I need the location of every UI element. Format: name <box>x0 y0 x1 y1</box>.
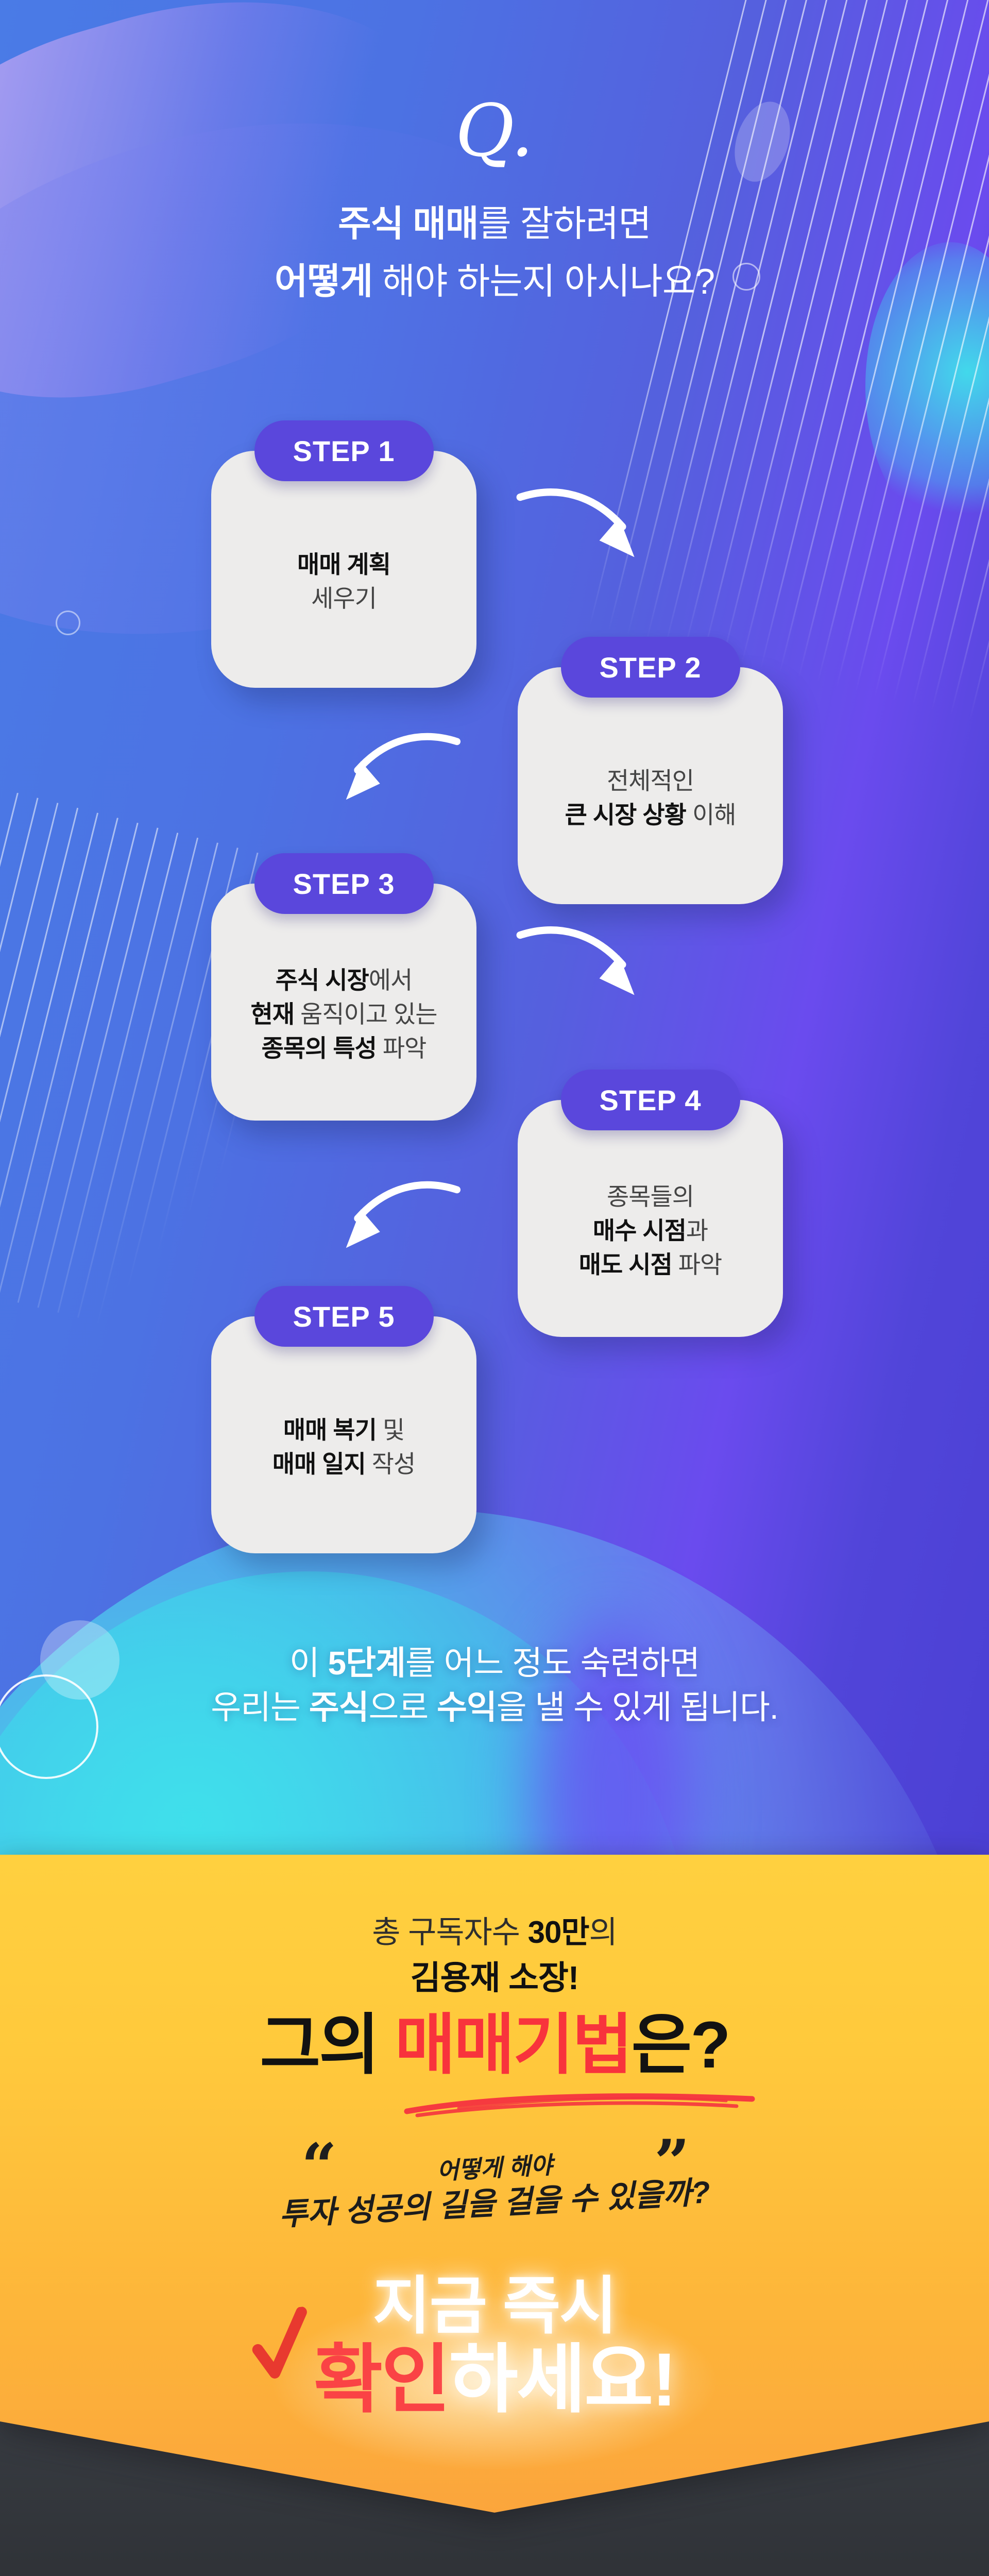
circle-outline-mid-left <box>56 611 80 635</box>
intro-line-1: 주식 매매를 잘하려면 <box>338 204 652 244</box>
step-card-3-text: 주식 시장에서 현재 움직이고 있는 종목의 특성 파악 <box>211 884 476 1121</box>
step-card-4-text: 종목들의 매수 시점과 매도 시점 파악 <box>518 1100 783 1337</box>
cta-glow <box>185 2262 804 2504</box>
blue-section: Q. 주식 매매를 잘하려면 어떻게 해야 하는지 아시나요? STEP 1 매… <box>0 0 989 1855</box>
card-line: 큰 시장 상황 이해 <box>565 801 737 828</box>
card-line: 현재 움직이고 있는 <box>250 1001 437 1028</box>
presenter-name-line: 김용재 소장! <box>410 1959 579 1996</box>
arrow-down-right-icon <box>516 488 635 557</box>
step-badge-1: STEP 1 <box>254 420 434 481</box>
step-badge-4: STEP 4 <box>560 1070 740 1130</box>
headline-red-text: 매매기법 <box>395 2008 633 2082</box>
step-card-2: STEP 2 전체적인 큰 시장 상황 이해 <box>518 637 783 904</box>
trading-method-headline: 그의 매매기법은? <box>260 2008 730 2082</box>
cta-line-2: 확인하세요! <box>0 2340 989 2419</box>
card-line: 종목들의 <box>607 1183 694 1210</box>
step-badge-3: STEP 3 <box>254 853 434 914</box>
card-line: 종목의 특성 파악 <box>261 1035 427 1062</box>
blue-section-summary: 이 5단계를 어느 정도 숙련하면 우리는 주식으로 수익을 낼 수 있게 됩니… <box>0 1641 989 1730</box>
close-quote-icon: ” <box>654 2126 690 2199</box>
step-card-1: STEP 1 매매 계획 세우기 <box>211 420 476 688</box>
card-line: 세우기 <box>311 585 377 612</box>
step-badge-5: STEP 5 <box>254 1286 434 1347</box>
card-line: 매매 계획 <box>297 551 391 578</box>
arrow-down-left-icon <box>346 1181 461 1248</box>
question-mark-logo: Q. <box>455 89 534 173</box>
summary-line-2: 우리는 주식으로 수익을 낼 수 있게 됩니다. <box>211 1689 778 1726</box>
checkmark-icon <box>252 2307 307 2379</box>
subscriber-count-line: 총 구독자수 30만의 <box>372 1915 618 1950</box>
card-line: 전체적인 <box>607 767 694 794</box>
arrow-down-left-icon <box>346 733 461 800</box>
cta-red-text: 확인 <box>313 2337 451 2421</box>
step-card-1-text: 매매 계획 세우기 <box>211 451 476 688</box>
card-line: 매매 복기 및 <box>283 1416 405 1444</box>
intro-line-2: 어떻게 해야 하는지 아시나요? <box>274 261 715 301</box>
intro-heading: 주식 매매를 잘하려면 어떻게 해야 하는지 아시나요? <box>0 195 989 310</box>
step-card-3: STEP 3 주식 시장에서 현재 움직이고 있는 종목의 특성 파악 <box>211 853 476 1121</box>
yellow-section-wrap: 총 구독자수 30만의 김용재 소장! 그의 매매기법은? “ ” 어떻게 해야… <box>0 1855 989 2513</box>
open-quote-icon: “ <box>301 2130 337 2202</box>
step-card-4: STEP 4 종목들의 매수 시점과 매도 시점 파악 <box>518 1070 783 1337</box>
step-badge-2: STEP 2 <box>560 637 740 698</box>
step-card-2-text: 전체적인 큰 시장 상황 이해 <box>518 667 783 904</box>
red-brush-underline-icon <box>404 2093 755 2117</box>
card-line: 매도 시점 파악 <box>578 1251 723 1278</box>
arrow-down-right-icon <box>516 926 635 995</box>
step-card-5-text: 매매 복기 및 매매 일지 작성 <box>211 1316 476 1553</box>
cta-white-text: 하세요! <box>449 2337 677 2421</box>
step-card-5: STEP 5 매매 복기 및 매매 일지 작성 <box>211 1286 476 1553</box>
yellow-section: 총 구독자수 30만의 김용재 소장! 그의 매매기법은? “ ” 어떻게 해야… <box>0 1855 989 2513</box>
card-line: 매수 시점과 <box>592 1217 708 1244</box>
circle-outline-top-right <box>732 263 760 291</box>
card-line: 매매 일지 작성 <box>272 1450 416 1478</box>
cta-line-1: 지금 즉시 <box>372 2271 618 2341</box>
circle-outline-bottom-left <box>0 1674 98 1779</box>
summary-line-1: 이 5단계를 어느 정도 숙련하면 <box>289 1645 700 1682</box>
card-line: 주식 시장에서 <box>275 967 413 994</box>
